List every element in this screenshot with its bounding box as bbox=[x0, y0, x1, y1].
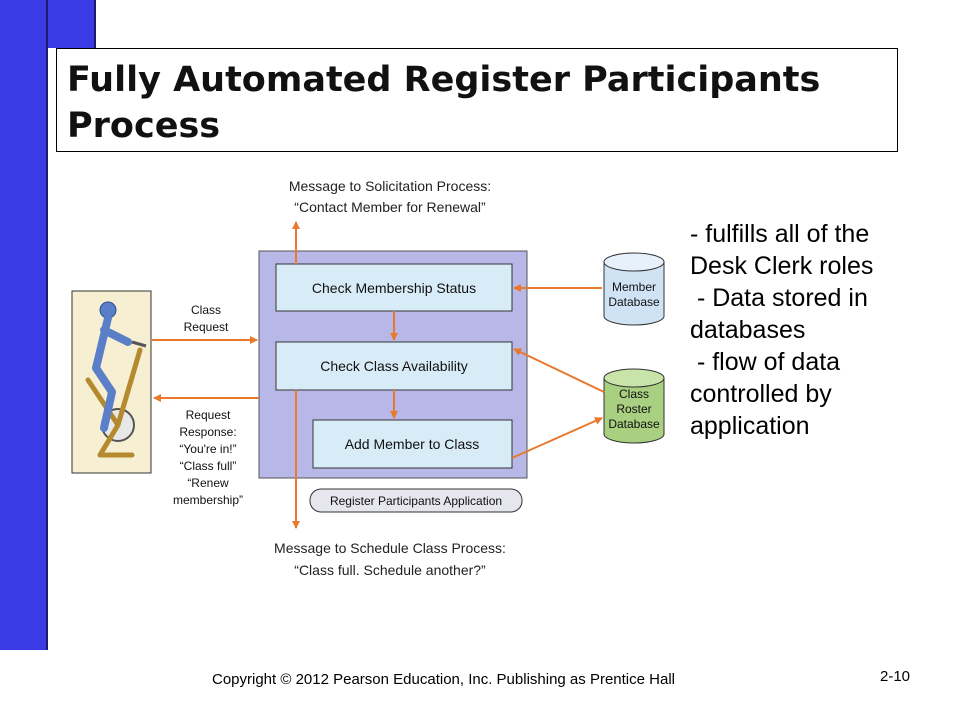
response-label-5: “Renew bbox=[187, 476, 229, 490]
note-line: Desk Clerk roles bbox=[690, 252, 874, 280]
accent-side-bar bbox=[0, 0, 48, 650]
step-check-availability bbox=[275, 341, 513, 391]
response-label-3: “You're in!” bbox=[179, 442, 236, 456]
class-roster-database bbox=[603, 368, 665, 444]
arrow-step3-to-roster-db bbox=[511, 417, 603, 459]
class-request-label-2: Request bbox=[184, 320, 229, 334]
notes-text: - fulfills all of the Desk Clerk roles -… bbox=[690, 218, 950, 442]
member-panel bbox=[71, 290, 152, 474]
msg-top-line1: Message to Solicitation Process: bbox=[289, 178, 491, 194]
note-line: - flow of data bbox=[690, 348, 841, 376]
note-line: - fulfills all of the bbox=[690, 220, 870, 248]
response-label-2: Response: bbox=[179, 425, 236, 439]
exercise-bike-figure bbox=[85, 301, 147, 458]
msg-bottom-line1: Message to Schedule Class Process: bbox=[274, 540, 506, 556]
response-label-1: Request bbox=[186, 408, 231, 422]
msg-bottom-line2: “Class full. Schedule another?” bbox=[294, 562, 486, 578]
accent-top-bar bbox=[48, 0, 96, 48]
note-line: application bbox=[690, 412, 810, 440]
roster-db-label-1: Class bbox=[619, 387, 649, 401]
slide-title: Fully Automated Register Participants Pr… bbox=[67, 60, 821, 146]
step-add-member bbox=[312, 419, 513, 469]
member-database bbox=[603, 252, 665, 326]
member-db-label-1: Member bbox=[612, 280, 656, 294]
note-line: controlled by bbox=[690, 380, 832, 408]
class-request-label-1: Class bbox=[191, 303, 221, 317]
note-line: - Data stored in bbox=[690, 284, 868, 312]
application-label-pill bbox=[309, 488, 523, 513]
slide-number: 2-10 bbox=[880, 668, 911, 685]
copyright-footer: Copyright © 2012 Pearson Education, Inc.… bbox=[212, 671, 675, 688]
member-db-label-2: Database bbox=[608, 295, 660, 309]
step-check-membership-label: Check Membership Status bbox=[312, 280, 476, 296]
roster-db-label-3: Database bbox=[608, 417, 660, 431]
title-box: Fully Automated Register Participants Pr… bbox=[56, 48, 898, 152]
note-line: databases bbox=[690, 316, 806, 344]
response-label-6: membership” bbox=[173, 493, 243, 507]
roster-db-label-2: Roster bbox=[616, 402, 651, 416]
response-label-4: “Class full” bbox=[180, 459, 237, 473]
arrow-roster-db-to-step2 bbox=[513, 348, 605, 393]
application-label: Register Participants Application bbox=[330, 494, 502, 508]
step-check-availability-label: Check Class Availability bbox=[320, 358, 468, 374]
msg-top-line2: “Contact Member for Renewal” bbox=[294, 199, 486, 215]
step-add-member-label: Add Member to Class bbox=[345, 436, 480, 452]
